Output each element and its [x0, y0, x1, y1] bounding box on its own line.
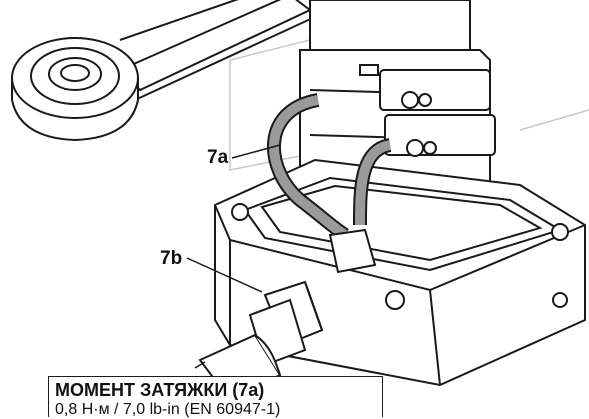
torque-note-value: 0,8 Н·м / 7,0 lb-in (EN 60947-1) — [55, 401, 281, 418]
torque-note-title: МОМЕНТ ЗАТЯЖКИ (7a) — [55, 380, 265, 400]
torque-note-box: МОМЕНТ ЗАТЯЖКИ (7a) 0,8 Н·м / 7,0 lb-in … — [48, 376, 383, 418]
gland-callout-label: 7b — [160, 248, 183, 269]
leader-lines — [186, 144, 281, 369]
round-puck — [11, 37, 139, 142]
switch-body — [299, 0, 496, 216]
cable-callout-label: 7a — [207, 147, 229, 168]
arm-bar — [118, 0, 331, 101]
cable-assembly — [266, 93, 392, 274]
